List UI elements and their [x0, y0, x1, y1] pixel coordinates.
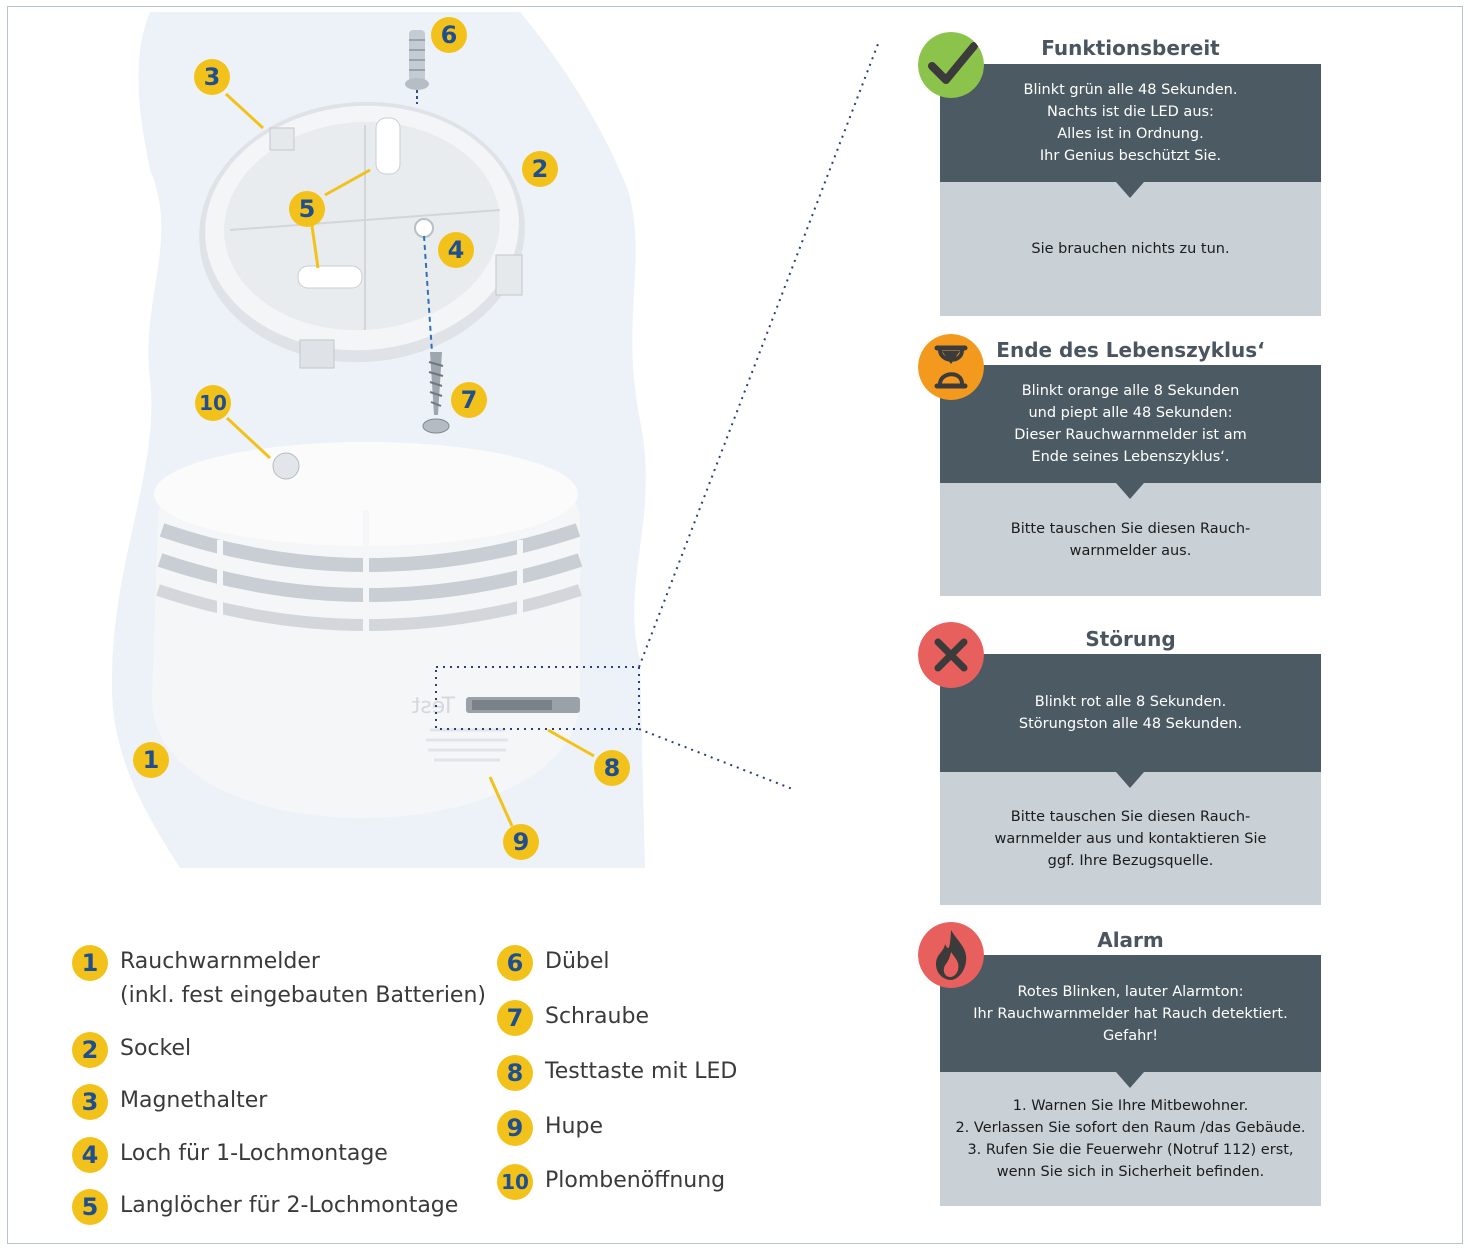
- legend-badge: 1: [72, 945, 108, 981]
- panel-status-text: Blinkt rot alle 8 Sekunden. Störungston …: [940, 654, 1321, 772]
- panel-notch: [1116, 483, 1144, 499]
- legend-item-1: 1 Rauchwarnmelder (inkl. fest eingebaute…: [72, 945, 486, 1013]
- legend-item-4: 4 Loch für 1-Lochmontage: [72, 1137, 388, 1173]
- smoke-detector-illustration: Test: [111, 12, 879, 868]
- detector-body: Test: [152, 442, 583, 818]
- status-panel-alarm: Alarm Rotes Blinken, lauter Alarmton: Ih…: [940, 924, 1321, 1206]
- status-panel-end-of-life: Ende des Lebenszyklus‘ Blinkt orange all…: [940, 334, 1321, 596]
- flame-icon: [918, 922, 984, 988]
- legend-label: Langlöcher für 2-Lochmontage: [120, 1193, 459, 1218]
- panel-status-text: Rotes Blinken, lauter Alarmton: Ihr Rauc…: [940, 955, 1321, 1072]
- callout-6-badge: 6: [431, 17, 467, 53]
- legend-badge: 6: [497, 945, 533, 981]
- legend-badge: 10: [497, 1164, 533, 1200]
- legend-item-2: 2 Sockel: [72, 1032, 191, 1068]
- panel-status-text: Blinkt orange alle 8 Sekunden und piept …: [940, 365, 1321, 483]
- x-icon: [918, 622, 984, 688]
- callout-8-badge: 8: [594, 750, 630, 786]
- legend-label: Rauchwarnmelder (inkl. fest eingebauten …: [120, 949, 486, 1008]
- callout-7-badge: 7: [451, 382, 487, 418]
- legend-label: Schraube: [545, 1004, 649, 1029]
- legend-item-7: 7 Schraube: [497, 1000, 649, 1036]
- legend-label: Testtaste mit LED: [545, 1059, 738, 1084]
- panel-status-text: Blinkt grün alle 48 Sekunden. Nachts ist…: [940, 64, 1321, 182]
- check-icon: [918, 32, 984, 98]
- callout-4-badge: 4: [438, 232, 474, 268]
- panel-title: Alarm: [1097, 928, 1164, 952]
- panel-notch: [1116, 1072, 1144, 1088]
- panel-title: Funktionsbereit: [1041, 36, 1220, 60]
- panel-notch: [1116, 182, 1144, 198]
- legend-badge: 5: [72, 1189, 108, 1225]
- panel-action-text: Bitte tauschen Sie diesen Rauch- warnmel…: [940, 772, 1321, 905]
- panel-action-text: Bitte tauschen Sie diesen Rauch- warnmel…: [940, 483, 1321, 596]
- device-test-label: Test: [411, 694, 456, 719]
- legend-label: Loch für 1-Lochmontage: [120, 1141, 388, 1166]
- legend-badge: 4: [72, 1137, 108, 1173]
- panel-title: Ende des Lebenszyklus‘: [996, 338, 1265, 362]
- callout-9-badge: 9: [503, 824, 539, 860]
- legend-item-5: 5 Langlöcher für 2-Lochmontage: [72, 1189, 458, 1225]
- callout-5-badge: 5: [289, 191, 325, 227]
- page-frame: [7, 6, 1463, 1244]
- legend-badge: 3: [72, 1084, 108, 1120]
- legend-label: Magnethalter: [120, 1088, 268, 1113]
- panel-notch: [1116, 772, 1144, 788]
- base-plate: [199, 101, 525, 369]
- legend-item-10: 10 Plombenöffnung: [497, 1164, 725, 1200]
- panel-action-text: Sie brauchen nichts zu tun.: [940, 182, 1321, 316]
- legend-label: Plombenöffnung: [545, 1168, 726, 1193]
- screw: [422, 352, 450, 434]
- dowel: [405, 30, 429, 90]
- legend-badge: 8: [497, 1055, 533, 1091]
- legend-badge: 7: [497, 1000, 533, 1036]
- callout-1-badge: 1: [133, 742, 169, 778]
- legend-label: Dübel: [545, 949, 610, 974]
- callout-2-badge: 2: [522, 151, 558, 187]
- legend-item-9: 9 Hupe: [497, 1110, 603, 1146]
- status-panel-fault: Störung Blinkt rot alle 8 Sekunden. Stör…: [940, 623, 1321, 905]
- legend-label: Sockel: [120, 1036, 192, 1061]
- hourglass-icon: [918, 334, 984, 400]
- status-panel-ready: Funktionsbereit Blinkt grün alle 48 Seku…: [940, 32, 1321, 316]
- panel-action-text: 1. Warnen Sie Ihre Mitbewohner. 2. Verla…: [940, 1072, 1321, 1206]
- legend-item-8: 8 Testtaste mit LED: [497, 1055, 737, 1091]
- legend-item-3: 3 Magnethalter: [72, 1084, 267, 1120]
- callout-3-badge: 3: [194, 59, 230, 95]
- legend-label: Hupe: [545, 1114, 603, 1139]
- callout-10-badge: 10: [195, 385, 231, 421]
- legend-item-6: 6 Dübel: [497, 945, 610, 981]
- panel-title: Störung: [1085, 627, 1176, 651]
- legend-badge: 2: [72, 1032, 108, 1068]
- legend-badge: 9: [497, 1110, 533, 1146]
